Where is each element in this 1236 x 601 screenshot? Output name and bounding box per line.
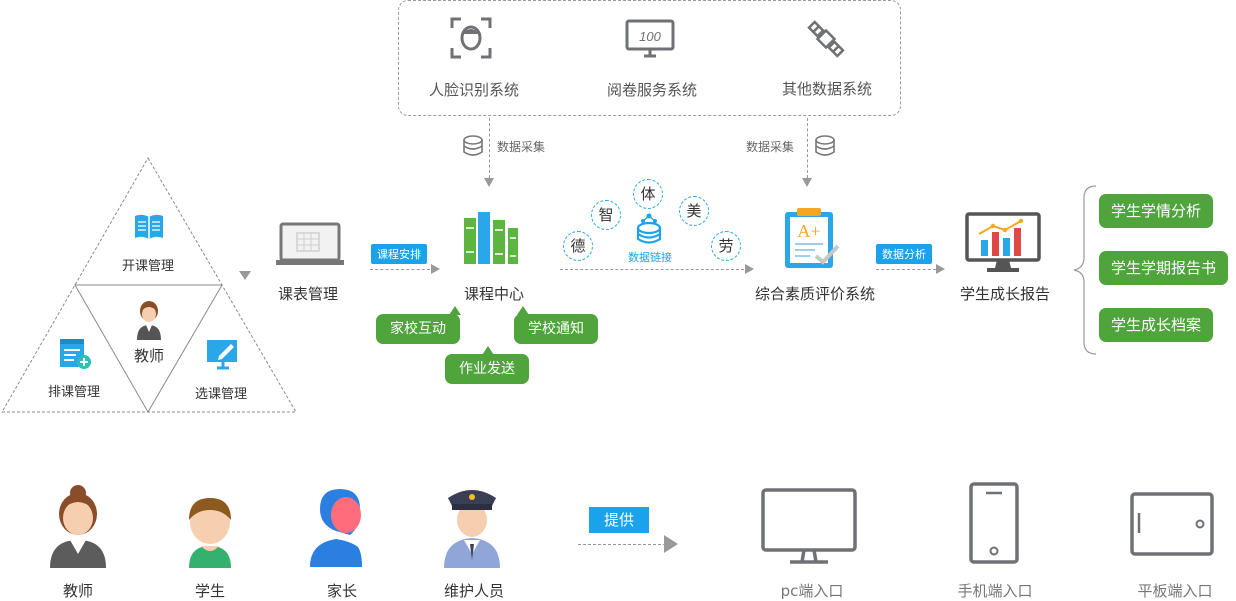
data-collect-label-left: 数据采集 xyxy=(497,140,546,154)
monitor-edit-icon xyxy=(207,340,237,370)
external-systems-box xyxy=(398,0,901,116)
schedule-add-icon xyxy=(60,339,91,369)
grading-monitor-icon: 100 xyxy=(625,19,675,58)
arrow-line-data-link xyxy=(560,269,744,270)
report-chart-monitor-icon xyxy=(965,212,1041,272)
provide-arrow-head xyxy=(664,535,678,553)
evaluation-clipboard-icon: A+ xyxy=(785,208,840,268)
laptop-icon xyxy=(276,222,344,265)
data-link-label: 数据链接 xyxy=(628,251,672,264)
arrow-head-schedule xyxy=(431,264,440,274)
pill-school-notice: 学校通知 xyxy=(514,314,598,344)
collect-line-right xyxy=(807,118,808,178)
report-item-semester: 学生学期报告书 xyxy=(1099,251,1229,285)
face-scan-icon xyxy=(450,17,492,59)
course-center-label: 课程中心 xyxy=(463,285,525,303)
collect-arrow-right xyxy=(802,178,812,187)
phone-icon xyxy=(969,482,1019,564)
eval-grade-text: A+ xyxy=(797,221,820,241)
user-label-parent: 家长 xyxy=(326,582,358,600)
system-label-grading: 阅卷服务系统 xyxy=(606,81,698,99)
provide-tag: 提供 xyxy=(589,507,649,533)
growth-report-label: 学生成长报告 xyxy=(959,285,1051,303)
book-icon xyxy=(135,214,163,239)
grading-score-text: 100 xyxy=(639,29,661,44)
device-label-pc: pc端入口 xyxy=(780,582,844,600)
teacher-user-icon xyxy=(50,485,106,568)
student-user-icon xyxy=(189,498,231,568)
pill-homework: 作业发送 xyxy=(445,354,529,384)
schedule-management-label: 课表管理 xyxy=(277,285,339,303)
provide-arrow-line xyxy=(578,544,666,545)
collect-line-left xyxy=(489,118,490,178)
triangle-label-open-course: 开课管理 xyxy=(121,259,175,274)
pc-monitor-icon xyxy=(761,488,857,564)
virtue-bubble-de: 德 xyxy=(563,231,593,261)
triangle-label-teacher: 教师 xyxy=(133,347,165,365)
pill-tail xyxy=(482,346,494,355)
books-icon xyxy=(464,212,518,264)
report-bracket xyxy=(1073,185,1097,355)
virtue-bubble-zhi: 智 xyxy=(591,200,621,230)
data-link-icon xyxy=(636,213,662,244)
arrow-head-analysis xyxy=(936,264,945,274)
pill-tail xyxy=(517,306,529,315)
teacher-avatar-icon xyxy=(137,301,161,340)
virtue-bubble-ti: 体 xyxy=(633,179,663,209)
evaluation-system-label: 综合素质评价系统 xyxy=(754,285,876,303)
parent-user-icon xyxy=(310,489,362,567)
system-label-face: 人脸识别系统 xyxy=(428,81,520,99)
user-label-student: 学生 xyxy=(194,582,226,600)
virtue-bubble-lao: 劳 xyxy=(711,231,741,261)
tablet-icon xyxy=(1130,492,1214,556)
virtue-bubble-mei: 美 xyxy=(679,196,709,226)
report-item-analysis: 学生学情分析 xyxy=(1099,194,1214,228)
device-label-phone: 手机端入口 xyxy=(957,582,1033,600)
tag-course-arrangement: 课程安排 xyxy=(371,244,427,264)
report-item-archive: 学生成长档案 xyxy=(1099,308,1214,342)
management-triangle xyxy=(1,157,297,413)
arrow-line-analysis xyxy=(876,269,936,270)
user-label-maintainer: 维护人员 xyxy=(443,582,505,600)
pill-home-school: 家校互动 xyxy=(376,314,460,344)
maintainer-user-icon xyxy=(444,490,500,568)
pill-tail xyxy=(449,306,461,315)
arrow-line-schedule xyxy=(370,269,430,270)
satellite-icon xyxy=(807,20,845,58)
device-label-tablet: 平板端入口 xyxy=(1137,582,1213,600)
data-collect-label-right: 数据采集 xyxy=(746,140,795,154)
database-icon xyxy=(463,135,483,156)
triangle-label-scheduling: 排课管理 xyxy=(47,385,101,400)
user-label-teacher: 教师 xyxy=(62,582,94,600)
system-label-other: 其他数据系统 xyxy=(781,80,873,98)
database-icon xyxy=(815,135,835,156)
arrow-head-data-link xyxy=(745,264,754,274)
triangle-pointer xyxy=(239,271,251,280)
tag-data-analysis: 数据分析 xyxy=(876,244,932,264)
collect-arrow-left xyxy=(484,178,494,187)
triangle-label-course-select: 选课管理 xyxy=(194,387,248,402)
